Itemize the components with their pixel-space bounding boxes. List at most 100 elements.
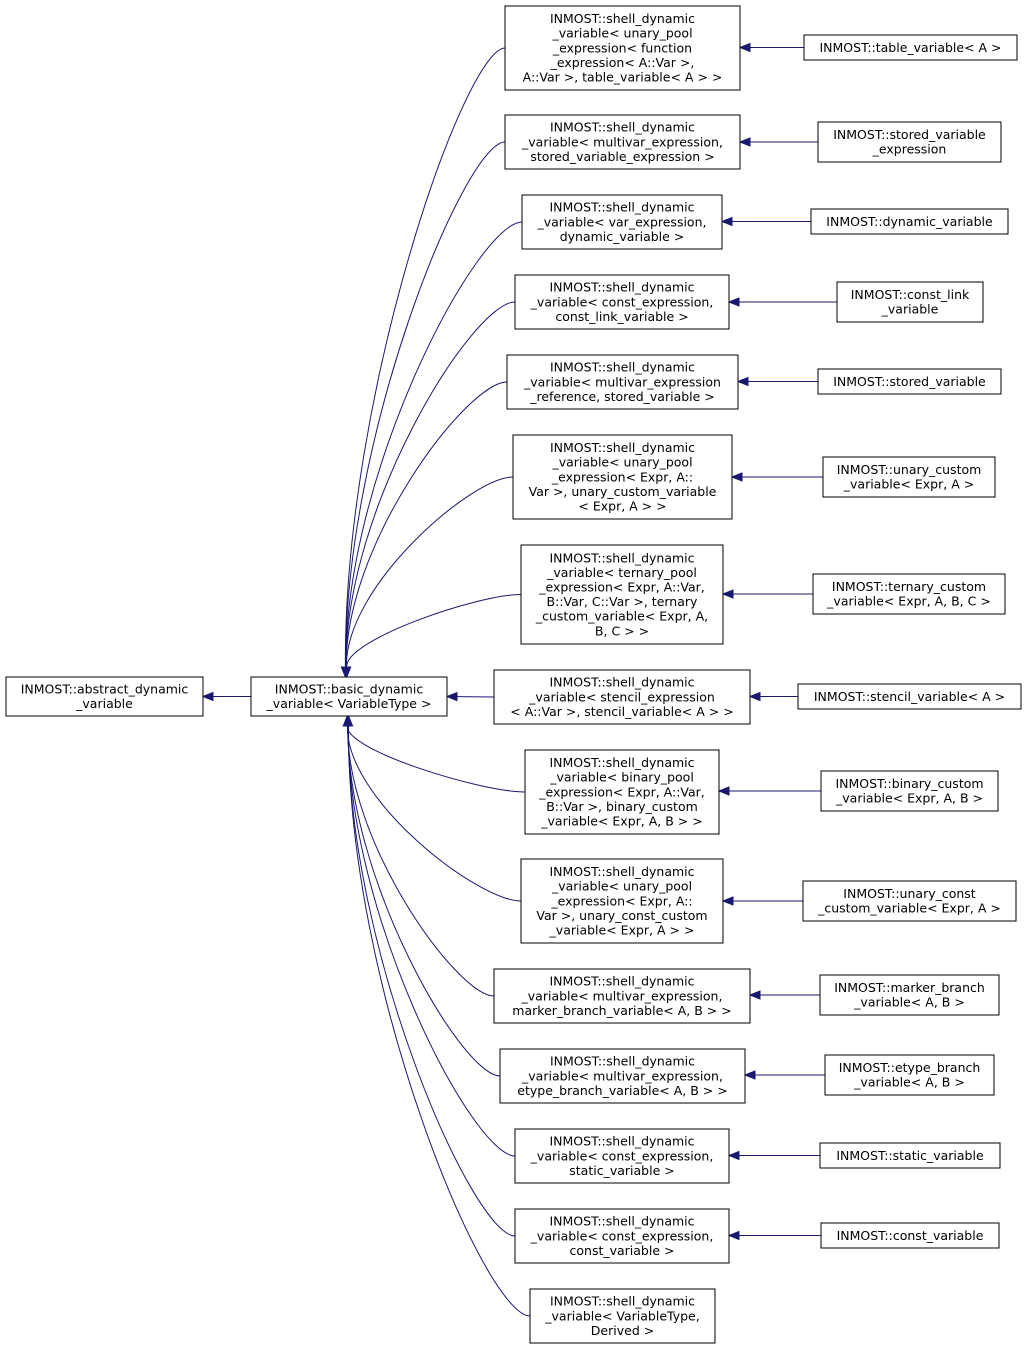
class-node-s12[interactable]: INMOST::shell_dynamic_variable< multivar… [499, 1048, 746, 1104]
class-node-label: INMOST::shell_dynamic [550, 11, 695, 26]
class-node-s10[interactable]: INMOST::shell_dynamic_variable< unary_po… [520, 858, 724, 944]
class-node-label: INMOST::unary_custom [837, 462, 982, 477]
class-node-d3[interactable]: INMOST::dynamic_variable [810, 208, 1009, 235]
inheritance-edge-d9-to-s9 [717, 786, 821, 796]
class-node-label: < Expr, A > > [578, 499, 666, 514]
class-node-label: _variable< A, B > [853, 1075, 965, 1090]
class-node-label: INMOST::stored_variable [833, 127, 986, 142]
class-node-d2[interactable]: INMOST::stored_variable_expression [817, 121, 1002, 163]
class-node-d10[interactable]: INMOST::unary_const_custom_variable< Exp… [802, 880, 1017, 922]
class-node-label: _variable< var_expression, [537, 214, 707, 229]
edge-line [345, 221, 523, 668]
edge-arrowhead [743, 1070, 756, 1080]
class-node-d5[interactable]: INMOST::stored_variable [817, 368, 1002, 395]
class-node-label: etype_branch_variable< A, B > > [517, 1083, 727, 1098]
class-node-d6[interactable]: INMOST::unary_custom_variable< Expr, A > [822, 456, 996, 498]
class-node-label: INMOST::shell_dynamic [549, 1134, 694, 1149]
inheritance-edge-s15-to-basic [343, 714, 531, 1317]
class-node-label: B::Var >, binary_custom [546, 799, 698, 814]
class-node-label: INMOST::shell_dynamic [549, 755, 694, 770]
class-node-label: INMOST::shell_dynamic [549, 675, 694, 690]
class-node-d13[interactable]: INMOST::static_variable [819, 1142, 1001, 1169]
class-node-d8[interactable]: INMOST::stencil_variable< A > [797, 683, 1022, 710]
class-node-label: INMOST::basic_dynamic [275, 682, 424, 697]
class-node-label: _variable< const_expression, [530, 1228, 714, 1243]
inheritance-edge-s2-to-basic [340, 141, 506, 679]
class-node-d14[interactable]: INMOST::const_variable [820, 1222, 1000, 1249]
class-node-s6[interactable]: INMOST::shell_dynamic_variable< unary_po… [512, 434, 733, 520]
class-node-s14[interactable]: INMOST::shell_dynamic_variable< const_ex… [514, 1208, 730, 1264]
class-node-label: _variable< Expr, A, B > [835, 791, 983, 806]
class-node-box [493, 968, 751, 1024]
inheritance-edge-d10-to-s10 [721, 896, 803, 906]
class-node-label: _variable< unary_pool [551, 455, 692, 470]
class-node-s13[interactable]: INMOST::shell_dynamic_variable< const_ex… [514, 1128, 730, 1184]
class-node-label: INMOST::shell_dynamic [550, 1294, 695, 1309]
class-node-d12[interactable]: INMOST::etype_branch_variable< A, B > [824, 1054, 995, 1096]
class-node-box [797, 683, 1022, 710]
class-node-d7[interactable]: INMOST::ternary_custom_variable< Expr, A… [812, 573, 1006, 615]
class-node-label: _variable< const_expression, [530, 294, 714, 309]
class-node-box [802, 880, 1017, 922]
class-node-label: _expression< function [552, 40, 692, 55]
class-node-label: _custom_variable< Expr, A > [817, 901, 1001, 916]
edge-line [347, 725, 501, 1077]
edge-arrowhead [738, 137, 751, 147]
class-node-s7[interactable]: INMOST::shell_dynamic_variable< ternary_… [520, 544, 724, 645]
edge-arrowhead [727, 1150, 740, 1161]
class-node-label: < A::Var >, stencil_variable< A > > [510, 704, 733, 719]
class-node-s4[interactable]: INMOST::shell_dynamic_variable< const_ex… [514, 274, 730, 330]
class-node-d1[interactable]: INMOST::table_variable< A > [803, 34, 1018, 61]
class-node-d9[interactable]: INMOST::binary_custom_variable< Expr, A,… [820, 770, 999, 812]
inheritance-edge-s5-to-basic [341, 381, 508, 679]
class-node-label: _variable< multivar_expression, [521, 988, 723, 1003]
class-node-abstract[interactable]: INMOST::abstract_dynamic_variable [5, 676, 204, 717]
class-node-label: _custom_variable< Expr, A, [535, 609, 708, 624]
class-node-box [506, 354, 739, 410]
class-node-box [817, 121, 1002, 163]
class-node-label: _variable< ternary_pool [546, 565, 697, 580]
class-node-s15[interactable]: INMOST::shell_dynamic_variable< Variable… [529, 1288, 716, 1344]
class-node-d4[interactable]: INMOST::const_link_variable [836, 281, 984, 323]
class-node-s11[interactable]: INMOST::shell_dynamic_variable< multivar… [493, 968, 751, 1024]
class-node-basic[interactable]: INMOST::basic_dynamic_variable< Variable… [250, 676, 448, 717]
edges-layer [201, 42, 837, 1317]
inheritance-edge-s4-to-basic [341, 301, 516, 679]
class-node-box [524, 749, 720, 835]
class-node-label: INMOST::stored_variable [833, 374, 986, 389]
class-node-s5[interactable]: INMOST::shell_dynamic_variable< multivar… [506, 354, 739, 410]
class-node-box [520, 544, 724, 645]
edge-line [348, 725, 531, 1317]
class-node-label: B::Var, C::Var >, ternary [547, 594, 698, 609]
class-node-s8[interactable]: INMOST::shell_dynamic_variable< stencil_… [493, 669, 751, 725]
class-node-label: INMOST::static_variable [836, 1148, 984, 1163]
class-node-box [504, 5, 741, 91]
class-node-label: INMOST::shell_dynamic [549, 200, 694, 215]
class-node-d11[interactable]: INMOST::marker_branch_variable< A, B > [819, 974, 1000, 1016]
class-node-label: INMOST::binary_custom [835, 776, 983, 791]
class-node-s2[interactable]: INMOST::shell_dynamic_variable< multivar… [504, 114, 741, 170]
class-node-s3[interactable]: INMOST::shell_dynamic_variable< var_expr… [521, 194, 723, 250]
class-node-label: INMOST::dynamic_variable [826, 214, 993, 229]
class-node-label: _variable< stencil_expression [528, 689, 715, 704]
class-node-label: Var >, unary_const_custom [536, 908, 707, 923]
class-node-label: _reference, stored_variable > [529, 389, 715, 404]
class-node-label: INMOST::stencil_variable< A > [814, 689, 1005, 704]
class-node-box [822, 456, 996, 498]
class-node-label: INMOST::const_variable [837, 1228, 984, 1243]
inheritance-edge-s1-to-basic [340, 47, 506, 679]
class-node-label: static_variable > [569, 1163, 674, 1178]
class-node-s9[interactable]: INMOST::shell_dynamic_variable< binary_p… [524, 749, 720, 835]
class-node-box [499, 1048, 746, 1104]
inheritance-edge-d13-to-s13 [727, 1150, 820, 1161]
class-node-box [504, 114, 741, 170]
edge-arrowhead [343, 714, 354, 727]
nodes-layer: INMOST::abstract_dynamic_variableINMOST:… [5, 5, 1022, 1344]
class-node-label: INMOST::shell_dynamic [549, 550, 694, 565]
inheritance-edge-d14-to-s14 [727, 1230, 821, 1241]
class-node-box [521, 194, 723, 250]
class-node-box [820, 770, 999, 812]
class-node-s1[interactable]: INMOST::shell_dynamic_variable< unary_po… [504, 5, 741, 91]
class-node-label: _variable< VariableType, [544, 1308, 699, 1323]
